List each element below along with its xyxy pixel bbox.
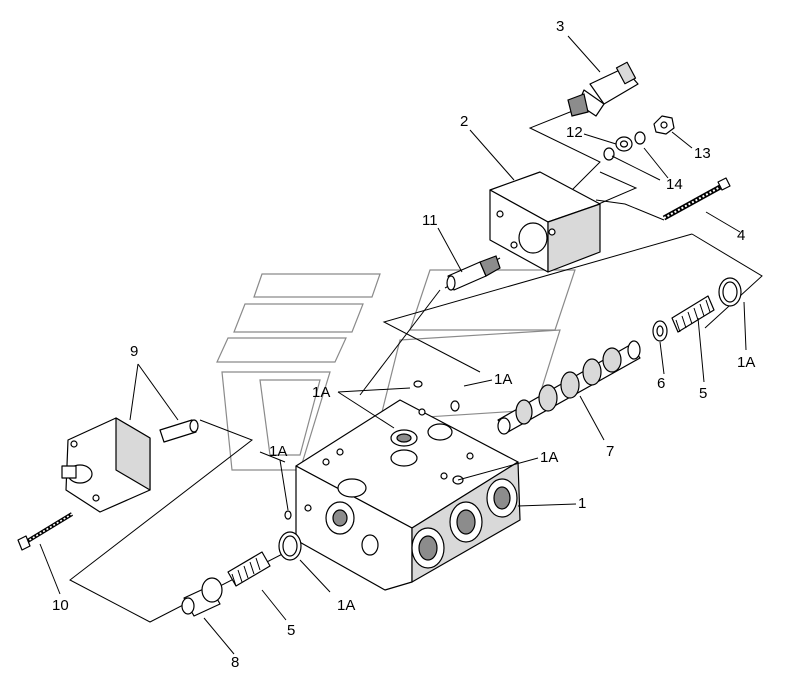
label-part-9: 9 (130, 343, 139, 360)
label-part-1a-top-left: 1A (312, 384, 331, 401)
label-part-3: 3 (556, 18, 565, 35)
label-part-4: 4 (737, 227, 746, 244)
label-part-11: 11 (422, 212, 438, 229)
part-6-washer (652, 320, 668, 342)
label-part-13: 13 (694, 145, 711, 162)
part-7-spool (497, 340, 641, 435)
label-part-12: 12 (566, 124, 583, 141)
label-part-1a-left: 1A (269, 443, 288, 460)
label-part-1a-top-right: 1A (494, 371, 513, 388)
part-1a-oring-lower (278, 531, 302, 561)
label-part-5-upper: 5 (699, 385, 708, 402)
label-part-7: 7 (606, 443, 615, 460)
part-1a-oring-upper (718, 277, 742, 307)
part-11-fitting (446, 255, 501, 291)
part-5-spring-lower (227, 551, 271, 587)
label-part-5-lower: 5 (287, 622, 296, 639)
label-part-1a-body: 1A (540, 449, 559, 466)
part-10-screw (17, 512, 74, 551)
part-8-plunger (181, 577, 223, 617)
label-part-1a-upper-right: 1A (737, 354, 756, 371)
label-part-14: 14 (666, 176, 683, 193)
label-part-10: 10 (52, 597, 69, 614)
label-part-1a-lower: 1A (337, 597, 356, 614)
label-part-8: 8 (231, 654, 240, 671)
part-3-solenoid (567, 61, 639, 117)
part-9-cap (61, 417, 199, 513)
part-12-13-14-fasteners (603, 115, 675, 161)
part-5-spring-upper (671, 295, 715, 333)
leader-lines (39, 35, 747, 655)
part-1-valve-body (295, 399, 521, 591)
label-part-2: 2 (460, 113, 469, 130)
part-4-bolt (662, 177, 731, 221)
label-part-6: 6 (657, 375, 666, 392)
label-part-1: 1 (578, 495, 587, 512)
part-2-block (489, 171, 601, 273)
